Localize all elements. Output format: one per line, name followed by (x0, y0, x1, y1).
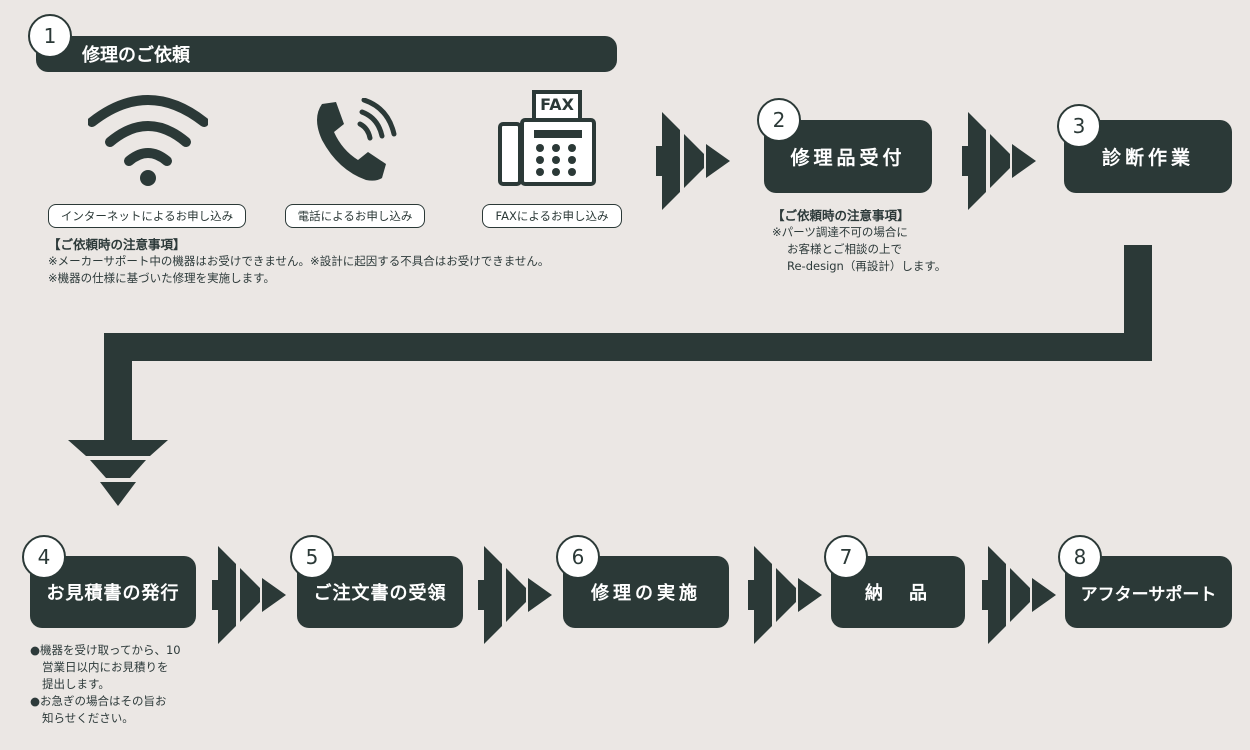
step2-note-line: お客様とご相談の上で (787, 242, 902, 256)
flow-arrow-right (212, 546, 286, 644)
step1-notes: 【ご依頼時の注意事項】 ※メーカーサポート中の機器はお受けできません。※設計に起… (48, 236, 549, 287)
step4-note-line: 営業日以内にお見積りを (42, 660, 169, 674)
step4-number: 4 (22, 535, 66, 579)
step6-title: 修理の実施 (591, 583, 701, 604)
connector-vertical-left (104, 333, 132, 443)
step2-number: 2 (757, 98, 801, 142)
flow-arrow-right (748, 546, 822, 644)
step8-title: アフターサポート (1080, 584, 1217, 605)
step1-number: 1 (28, 14, 72, 58)
flow-arrow-down (68, 440, 168, 506)
step1-note-line: ※メーカーサポート中の機器はお受けできません。※設計に起因する不具合はお受けでき… (48, 254, 550, 268)
connector-horizontal (104, 333, 1152, 361)
step4-box: お見積書の発行 (30, 556, 196, 628)
step4-note-line: ●機器を受け取ってから、10 (30, 643, 181, 657)
fax-icon-text: FAX (540, 95, 574, 114)
step5-title: ご注文書の受領 (313, 583, 447, 604)
flow-arrow-right (982, 546, 1056, 644)
step2-box: 修理品受付 (764, 120, 932, 193)
step2-note-heading: 【ご依頼時の注意事項】 (772, 208, 910, 223)
step5-number: 5 (290, 535, 334, 579)
step4-note-line: 提出します。 (42, 677, 110, 691)
flow-arrow-right (478, 546, 552, 644)
step4-note-line: 知らせください。 (42, 711, 134, 725)
flow-arrow-right (962, 112, 1036, 210)
step7-number: 7 (824, 535, 868, 579)
method-internet-label: インターネットによるお申し込み (48, 204, 246, 228)
phone-icon (317, 98, 397, 181)
step1-note-heading: 【ご依頼時の注意事項】 (48, 237, 186, 252)
fax-icon: FAX (498, 90, 598, 188)
step4-title: お見積書の発行 (46, 583, 180, 604)
step1-title: 修理のご依頼 (82, 45, 190, 66)
step2-title: 修理品受付 (790, 147, 906, 169)
step8-number: 8 (1058, 535, 1102, 579)
step4-notes: ●機器を受け取ってから、10 営業日以内にお見積りを 提出します。 ●お急ぎの場… (30, 642, 181, 727)
step1-note-line: ※機器の仕様に基づいた修理を実施します。 (48, 271, 275, 285)
step7-title: 納 品 (865, 583, 931, 604)
step2-notes: 【ご依頼時の注意事項】 ※パーツ調達不可の場合に お客様とご相談の上で Re-d… (772, 207, 946, 275)
step2-note-line: ※パーツ調達不可の場合に (772, 225, 908, 239)
step1-title-bar: 修理のご依頼 (36, 36, 617, 72)
flow-arrow-right (656, 112, 730, 210)
step2-note-line: Re-design（再設計）します。 (787, 259, 947, 273)
step3-title: 診断作業 (1101, 147, 1194, 169)
wifi-icon (88, 95, 208, 186)
step3-number: 3 (1057, 104, 1101, 148)
step4-note-line: ●お急ぎの場合はその旨お (30, 694, 167, 708)
method-fax-label: FAXによるお申し込み (482, 204, 622, 228)
step6-number: 6 (556, 535, 600, 579)
method-phone-label: 電話によるお申し込み (285, 204, 425, 228)
